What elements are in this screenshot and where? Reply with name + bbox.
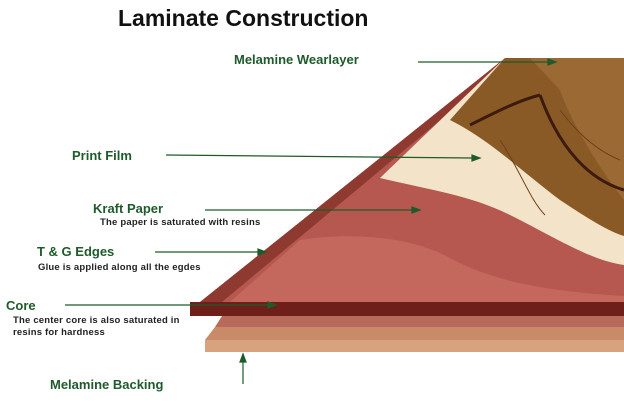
wearlayer — [530, 58, 624, 200]
label-print-film: Print Film — [72, 148, 132, 163]
backing-layer-2 — [205, 327, 624, 340]
label-melamine-wearlayer: Melamine Wearlayer — [234, 52, 359, 67]
kraft-paper-description: The paper is saturated with resins — [100, 217, 261, 228]
core-curve — [230, 236, 624, 302]
label-kraft-paper: Kraft Paper — [93, 201, 164, 216]
label-melamine-backing: Melamine Backing — [50, 377, 164, 392]
tg-edges-description: Glue is applied along all the egdes — [38, 262, 201, 273]
side-edge — [200, 58, 515, 302]
leader-lines — [65, 58, 558, 384]
core-description: The center core is also saturated in res… — [13, 315, 180, 338]
diagram-title: Laminate Construction — [118, 5, 369, 31]
label-core: Core — [6, 298, 36, 313]
label-tg-edges: T & G Edges — [37, 244, 115, 259]
backing-layer — [205, 340, 624, 352]
backing-layer-3 — [215, 316, 624, 327]
front-edge — [190, 302, 624, 316]
